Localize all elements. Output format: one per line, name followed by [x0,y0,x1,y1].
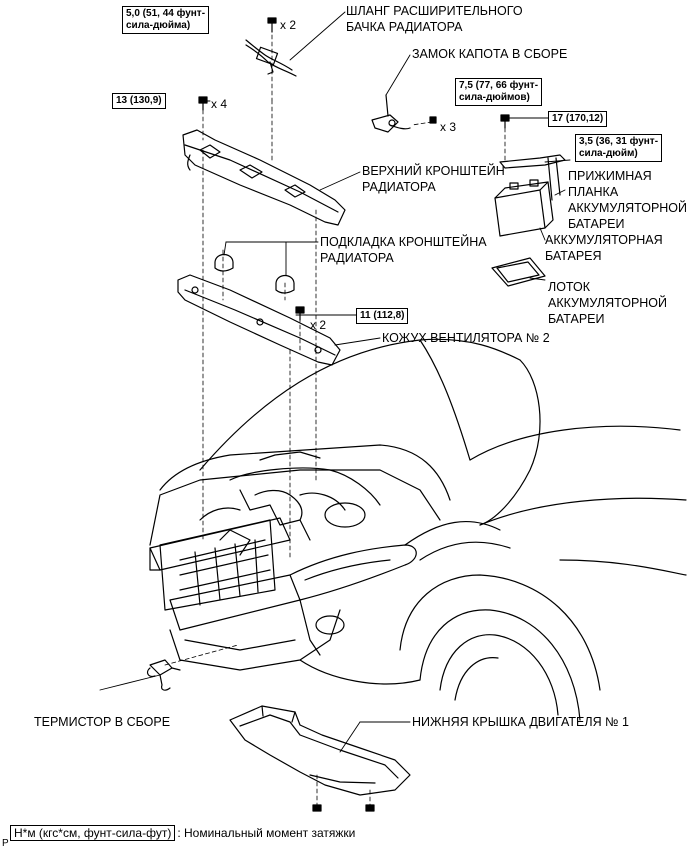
legend-text: : Номинальный момент затяжки [177,826,356,840]
torque-upper: 13 (130,9) [112,93,166,109]
bracket-cushions [214,253,295,294]
engine-under-cover [229,705,411,812]
battery [494,179,554,237]
radiator-hose [245,39,297,77]
hose-bolt [267,17,277,33]
torque-shroud: 11 (112,8) [356,308,409,324]
legend-box: Н*м (кгс*см, фунт-сила-фут) [10,825,176,841]
qty-shroud: x 2 [310,318,327,332]
torque-hood-lock: 7,5 (77, 66 фунт-сила-дюймов) [455,78,543,106]
label-hood-lock: ЗАМОК КАПОТА В СБОРЕ [412,47,568,61]
radiator-upper-bracket [182,129,346,226]
leader-lines [99,11,571,753]
torque-battery-nut: 17 (170,12) [548,111,608,127]
torque-hose: 5,0 (51, 44 фунт-сила-дюйма) [122,6,210,34]
battery-tray [491,257,546,287]
vehicle-front [149,338,687,721]
qty-upper: x 4 [211,97,228,111]
assembly-guide-lines [164,34,506,806]
corner-mark: P [2,838,9,849]
torque-clamp: 3,5 (36, 31 фунт-сила-дюйм) [575,134,663,162]
thermistor [146,659,181,691]
label-under-cover: НИЖНЯЯ КРЫШКА ДВИГАТЕЛЯ № 1 [412,715,629,729]
qty-hood-lock: x 3 [440,120,457,134]
label-thermistor: ТЕРМИСТОР В СБОРЕ [34,715,171,729]
torque-legend: Н*м (кгс*см, фунт-сила-фут): Номинальный… [10,825,356,841]
battery-clamp [499,154,566,201]
label-fan-shroud: КОЖУХ ВЕНТИЛЯТОРА № 2 [382,331,550,345]
hood-lock [371,94,437,133]
qty-hose: x 2 [280,18,297,32]
